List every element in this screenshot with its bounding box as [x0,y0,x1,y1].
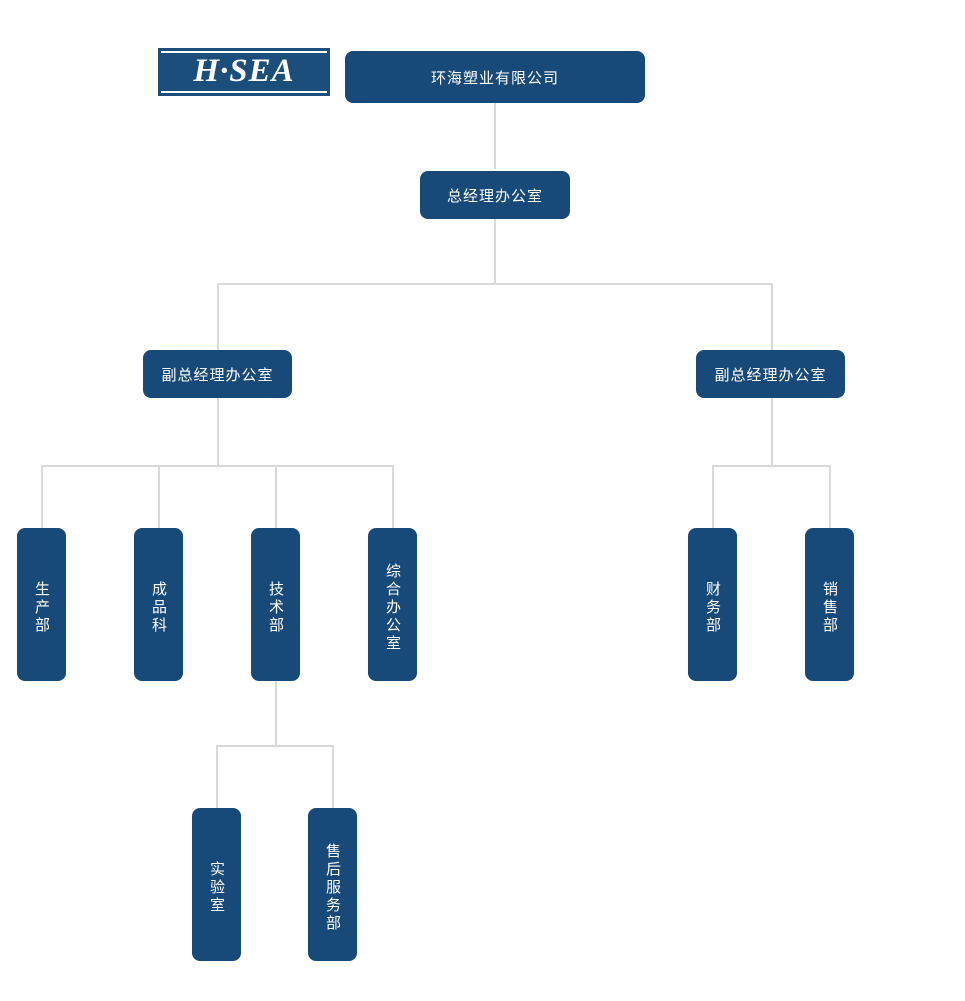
node-production[interactable]: 生产部 [17,528,66,681]
connector-company-to-gm [494,103,496,169]
node-laboratory[interactable]: 实验室 [192,808,241,961]
connector-technology-drop [275,681,277,745]
connector-bus-to-production [41,465,43,528]
node-finance[interactable]: 财务部 [688,528,737,681]
node-technology-label: 技术部 [267,580,284,635]
connector-deputy-left-drop [217,398,219,465]
node-company[interactable]: 环海塑业有限公司 [345,51,645,103]
logo-text: H·SEA [193,52,295,89]
connector-level5-bus [216,745,334,747]
connector-bus-to-technology [275,465,277,528]
node-general-office[interactable]: 综合办公室 [368,528,417,681]
node-general-office-label: 综合办公室 [384,562,401,653]
logo-border: H·SEA [161,51,327,93]
node-gm-office[interactable]: 总经理办公室 [420,171,570,219]
node-laboratory-label: 实验室 [208,860,225,915]
connector-gm-drop [494,219,496,283]
node-deputy-gm-left-label: 副总经理办公室 [161,366,274,384]
node-company-label: 环海塑业有限公司 [430,69,559,87]
node-deputy-gm-right[interactable]: 副总经理办公室 [696,350,845,398]
connector-bus-to-deputy-left [217,283,219,350]
connector-level4-left-bus [41,465,393,467]
node-deputy-gm-right-label: 副总经理办公室 [714,366,827,384]
node-finished-goods-label: 成品科 [150,580,167,635]
connector-bus-to-deputy-right [771,283,773,350]
node-after-sales-label: 售后服务部 [324,842,341,933]
connector-deputy-right-drop [771,398,773,465]
connector-level4-right-bus [712,465,830,467]
node-finance-label: 财务部 [704,580,721,635]
company-logo: H·SEA [158,48,330,96]
node-after-sales[interactable]: 售后服务部 [308,808,357,961]
connector-bus-to-general-office [392,465,394,528]
node-finished-goods[interactable]: 成品科 [134,528,183,681]
connector-bus-to-finished-goods [158,465,160,528]
node-sales-label: 销售部 [821,580,838,635]
node-deputy-gm-left[interactable]: 副总经理办公室 [143,350,292,398]
node-gm-office-label: 总经理办公室 [446,187,543,205]
connector-bus-to-laboratory [216,745,218,808]
connector-bus-to-finance [712,465,714,528]
node-sales[interactable]: 销售部 [805,528,854,681]
connector-bus-to-sales [829,465,831,528]
node-production-label: 生产部 [33,580,50,635]
connector-bus-to-after-sales [332,745,334,808]
node-technology[interactable]: 技术部 [251,528,300,681]
connector-level3-bus [217,283,773,285]
